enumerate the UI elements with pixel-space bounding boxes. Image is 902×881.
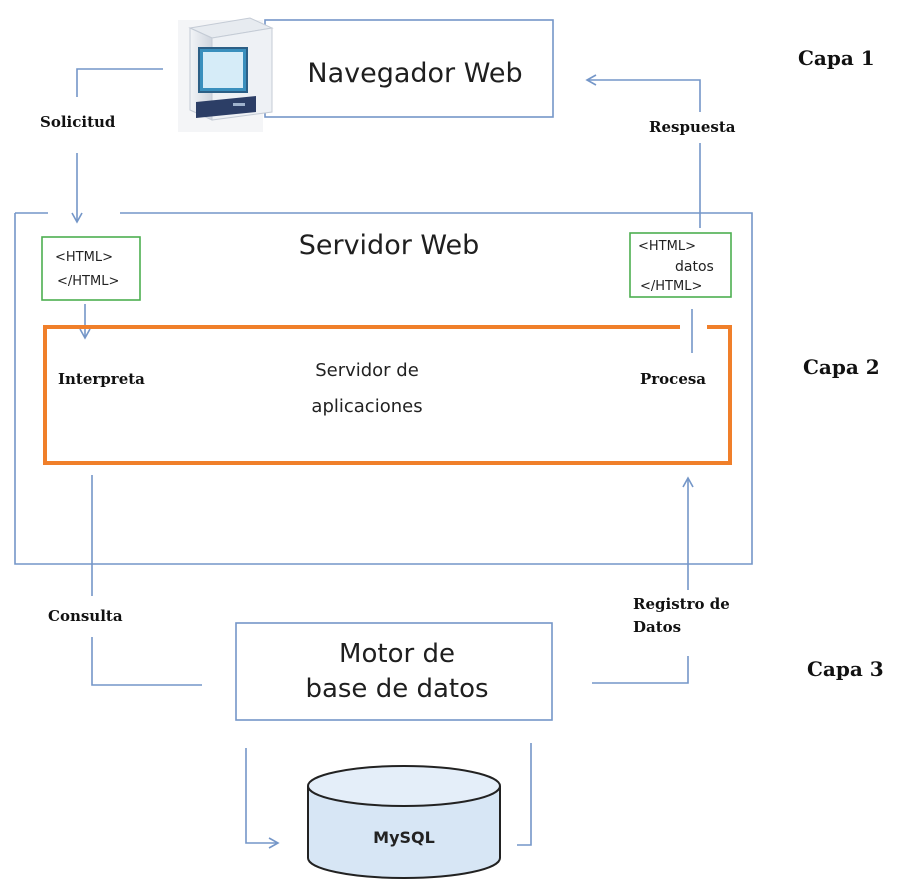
html-output-close: </HTML> bbox=[640, 279, 702, 294]
layer-3-label: Capa 3 bbox=[807, 657, 884, 681]
app-server-title-line1: Servidor de bbox=[315, 360, 419, 381]
response-connector: Respuesta bbox=[585, 74, 736, 228]
record-connector: Registro de Datos bbox=[592, 476, 730, 684]
query-connector: Consulta bbox=[48, 475, 202, 686]
request-connector: Solicitud bbox=[40, 68, 163, 224]
web-server-title: Servidor Web bbox=[299, 230, 480, 261]
db-engine-box: Motor de base de datos bbox=[235, 622, 553, 721]
html-output-data: datos bbox=[675, 259, 714, 275]
html-input-close: </HTML> bbox=[57, 274, 119, 289]
query-label: Consulta bbox=[48, 607, 123, 625]
html-input-box: <HTML> </HTML> bbox=[41, 236, 141, 301]
record-label-line2: Datos bbox=[633, 618, 681, 636]
web-server-box: Servidor Web bbox=[14, 212, 753, 565]
interpret-label: Interpreta bbox=[58, 370, 145, 388]
app-server-box: Servidor de aplicaciones Interpreta Proc… bbox=[43, 325, 732, 465]
database-cylinder: MySQL bbox=[307, 765, 501, 879]
database-label: MySQL bbox=[373, 828, 435, 847]
db-to-engine-line bbox=[517, 743, 532, 846]
browser-box: Navegador Web bbox=[264, 19, 554, 118]
html-output-open: <HTML> bbox=[638, 239, 696, 254]
db-engine-title-line1: Motor de bbox=[339, 639, 455, 669]
html-input-open: <HTML> bbox=[55, 250, 113, 265]
engine-to-db-arrow bbox=[245, 748, 280, 849]
layer-2-label: Capa 2 bbox=[803, 355, 880, 379]
app-server-title-line2: aplicaciones bbox=[311, 396, 422, 417]
db-engine-title-line2: base de datos bbox=[305, 674, 488, 704]
layer-1-label: Capa 1 bbox=[798, 46, 875, 70]
browser-title: Navegador Web bbox=[307, 58, 522, 89]
html-output-box: <HTML> datos </HTML> bbox=[629, 232, 732, 298]
computer-icon bbox=[178, 17, 274, 132]
record-label-line1: Registro de bbox=[633, 595, 730, 613]
process-label: Procesa bbox=[640, 370, 706, 388]
request-label: Solicitud bbox=[40, 113, 116, 131]
response-label: Respuesta bbox=[649, 118, 736, 136]
